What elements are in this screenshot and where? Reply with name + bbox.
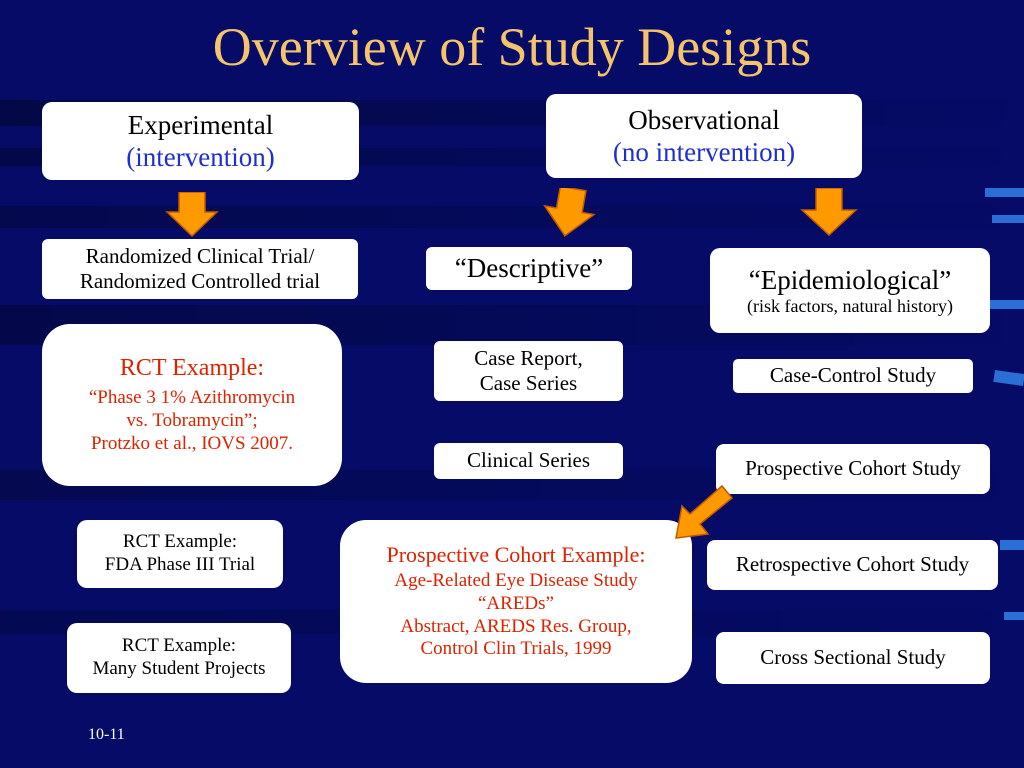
- slide-number: 10-11: [88, 726, 125, 743]
- prospective-example-box: Prospective Cohort Example: Age-Related …: [340, 520, 692, 683]
- descriptive-label: “Descriptive”: [454, 253, 604, 284]
- bg-stripe: [0, 206, 1024, 228]
- prospective-cohort-label: Prospective Cohort Study: [745, 456, 961, 481]
- clinical-series-box: Clinical Series: [434, 443, 623, 479]
- cross-sectional-label: Cross Sectional Study: [760, 645, 946, 670]
- page-title: Overview of Study Designs: [212, 17, 812, 77]
- rct-label-line2: Randomized Controlled trial: [79, 269, 321, 293]
- retrospective-cohort-label: Retrospective Cohort Study: [735, 552, 970, 577]
- rct-example-students-heading: RCT Example:: [121, 635, 237, 657]
- bg-dash: [1000, 540, 1024, 550]
- case-report-line2: Case Series: [479, 371, 578, 395]
- rct-label-line1: Randomized Clinical Trial/: [85, 243, 315, 268]
- cross-sectional-box: Cross Sectional Study: [716, 632, 990, 684]
- rct-example-fda-box: RCT Example: FDA Phase III Trial: [77, 520, 283, 588]
- rct-example-line3: Protzko et al., IOVS 2007.: [90, 432, 294, 454]
- rct-example-fda-label: FDA Phase III Trial: [104, 554, 256, 575]
- clinical-series-label: Clinical Series: [466, 448, 591, 473]
- prospective-example-line2: “AREDs”: [478, 592, 554, 614]
- bg-dash: [992, 215, 1024, 223]
- rct-example-line1: “Phase 3 1% Azithromycin: [88, 387, 296, 409]
- bg-dash: [985, 188, 1024, 197]
- observational-label: Observational: [628, 104, 780, 135]
- prospective-example-heading: Prospective Cohort Example:: [386, 541, 646, 567]
- epidemiological-sublabel: (risk factors, natural history): [747, 295, 953, 316]
- prospective-example-line4: Control Clin Trials, 1999: [420, 638, 612, 660]
- experimental-box: Experimental (intervention): [42, 102, 359, 180]
- rct-example-fda-heading: RCT Example:: [122, 531, 238, 553]
- bg-dash: [990, 300, 1024, 309]
- arrow-diagonal-icon: [675, 484, 734, 539]
- bg-dash: [993, 369, 1024, 387]
- epidemiological-box: “Epidemiological” (risk factors, natural…: [710, 248, 990, 333]
- prospective-cohort-box: Prospective Cohort Study: [716, 444, 990, 494]
- bg-dash: [1004, 612, 1024, 620]
- experimental-label: Experimental: [127, 109, 274, 140]
- rct-example-line2: vs. Tobramycin”;: [126, 410, 258, 431]
- case-report-line1: Case Report,: [474, 345, 583, 370]
- experimental-sublabel: (intervention): [126, 142, 275, 172]
- rct-box: Randomized Clinical Trial/ Randomized Co…: [42, 239, 358, 299]
- epidemiological-label: “Epidemiological”: [748, 264, 952, 295]
- arrow-down-icon: [800, 188, 858, 236]
- rct-example-box: RCT Example: “Phase 3 1% Azithromycin vs…: [42, 324, 342, 486]
- prospective-example-line1: Age-Related Eye Disease Study: [394, 570, 638, 592]
- arrow-down-icon: [165, 192, 219, 238]
- observational-box: Observational (no intervention): [546, 94, 862, 178]
- rct-example-students-box: RCT Example: Many Student Projects: [67, 623, 291, 693]
- retrospective-cohort-box: Retrospective Cohort Study: [707, 540, 998, 590]
- case-control-box: Case-Control Study: [733, 359, 973, 393]
- observational-sublabel: (no intervention): [612, 137, 796, 167]
- prospective-example-line3: Abstract, AREDS Res. Group,: [400, 615, 632, 637]
- case-control-label: Case-Control Study: [769, 363, 937, 388]
- case-report-box: Case Report, Case Series: [434, 341, 623, 401]
- descriptive-box: “Descriptive”: [426, 247, 632, 290]
- rct-example-heading: RCT Example:: [119, 355, 265, 382]
- arrow-down-icon: [543, 188, 596, 237]
- rct-example-students-label: Many Student Projects: [92, 658, 266, 679]
